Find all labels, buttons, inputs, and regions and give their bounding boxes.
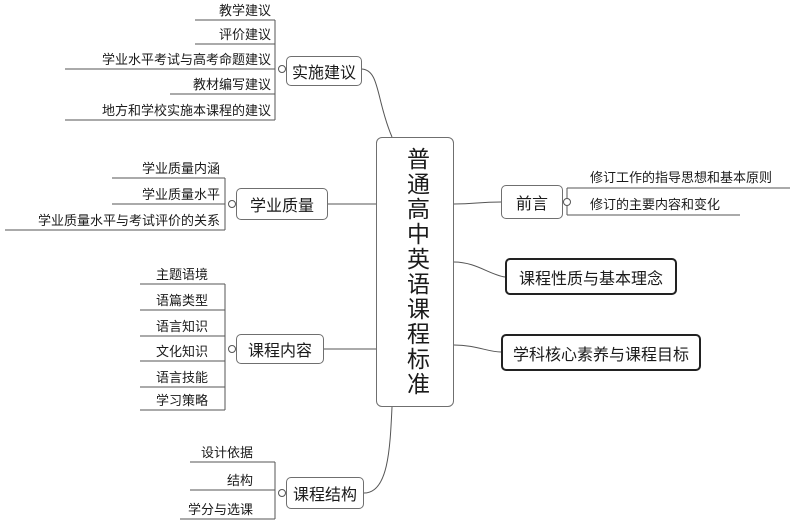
central-node[interactable]: 普通高中英语课程标准	[376, 137, 454, 407]
central-title: 普通高中英语课程标准	[402, 147, 429, 397]
leaf-neirong-3[interactable]: 语言知识	[155, 320, 208, 335]
node-shishi-jianyi[interactable]: 实施建议	[286, 56, 362, 86]
node-kecheng-jiegou[interactable]: 课程结构	[286, 477, 364, 509]
node-label: 课程内容	[247, 341, 312, 360]
collapse-dot-qianyan	[563, 198, 571, 206]
leaf-shishi-4[interactable]: 教材编写建议	[192, 78, 271, 93]
leaf-jiegou-1[interactable]: 设计依据	[200, 446, 253, 461]
leaf-zhiliang-3[interactable]: 学业质量水平与考试评价的关系	[37, 214, 220, 229]
collapse-dot-shishi	[278, 65, 286, 73]
node-hexin-suyang[interactable]: 学科核心素养与课程目标	[501, 334, 701, 371]
node-label: 学科核心素养与课程目标	[512, 344, 689, 364]
node-label: 课程性质与基本理念	[518, 268, 663, 288]
leaf-neirong-1[interactable]: 主题语境	[155, 268, 208, 283]
node-label: 学业质量	[249, 196, 314, 215]
node-label: 实施建议	[291, 63, 356, 82]
collapse-dot-neirong	[228, 345, 236, 353]
node-label: 前言	[515, 194, 548, 213]
leaf-shishi-5[interactable]: 地方和学校实施本课程的建议	[101, 104, 271, 119]
leaf-zhiliang-1[interactable]: 学业质量内涵	[141, 162, 220, 177]
leaf-zhiliang-2[interactable]: 学业质量水平	[141, 188, 220, 203]
leaf-qianyan-1[interactable]: 修订工作的指导思想和基本原则	[590, 171, 773, 186]
collapse-dot-jiegou	[278, 489, 286, 497]
leaf-jiegou-3[interactable]: 学分与选课	[187, 503, 253, 518]
node-kecheng-xingzhi[interactable]: 课程性质与基本理念	[505, 258, 677, 295]
leaf-neirong-6[interactable]: 学习策略	[155, 394, 208, 409]
leaf-shishi-1[interactable]: 教学建议	[218, 4, 271, 19]
leaf-shishi-2[interactable]: 评价建议	[218, 28, 271, 43]
leaf-shishi-3[interactable]: 学业水平考试与高考命题建议	[101, 53, 271, 68]
leaf-neirong-5[interactable]: 语言技能	[155, 371, 208, 386]
node-xueye-zhiliang[interactable]: 学业质量	[236, 188, 328, 220]
node-kecheng-neirong[interactable]: 课程内容	[236, 334, 324, 364]
node-label: 课程结构	[292, 485, 357, 504]
collapse-dot-zhiliang	[228, 200, 236, 208]
leaf-qianyan-2[interactable]: 修订的主要内容和变化	[590, 198, 721, 213]
node-qianyan[interactable]: 前言	[501, 185, 563, 219]
leaf-neirong-2[interactable]: 语篇类型	[155, 294, 208, 309]
leaf-neirong-4[interactable]: 文化知识	[155, 345, 208, 360]
leaf-jiegou-2[interactable]: 结构	[226, 474, 253, 489]
